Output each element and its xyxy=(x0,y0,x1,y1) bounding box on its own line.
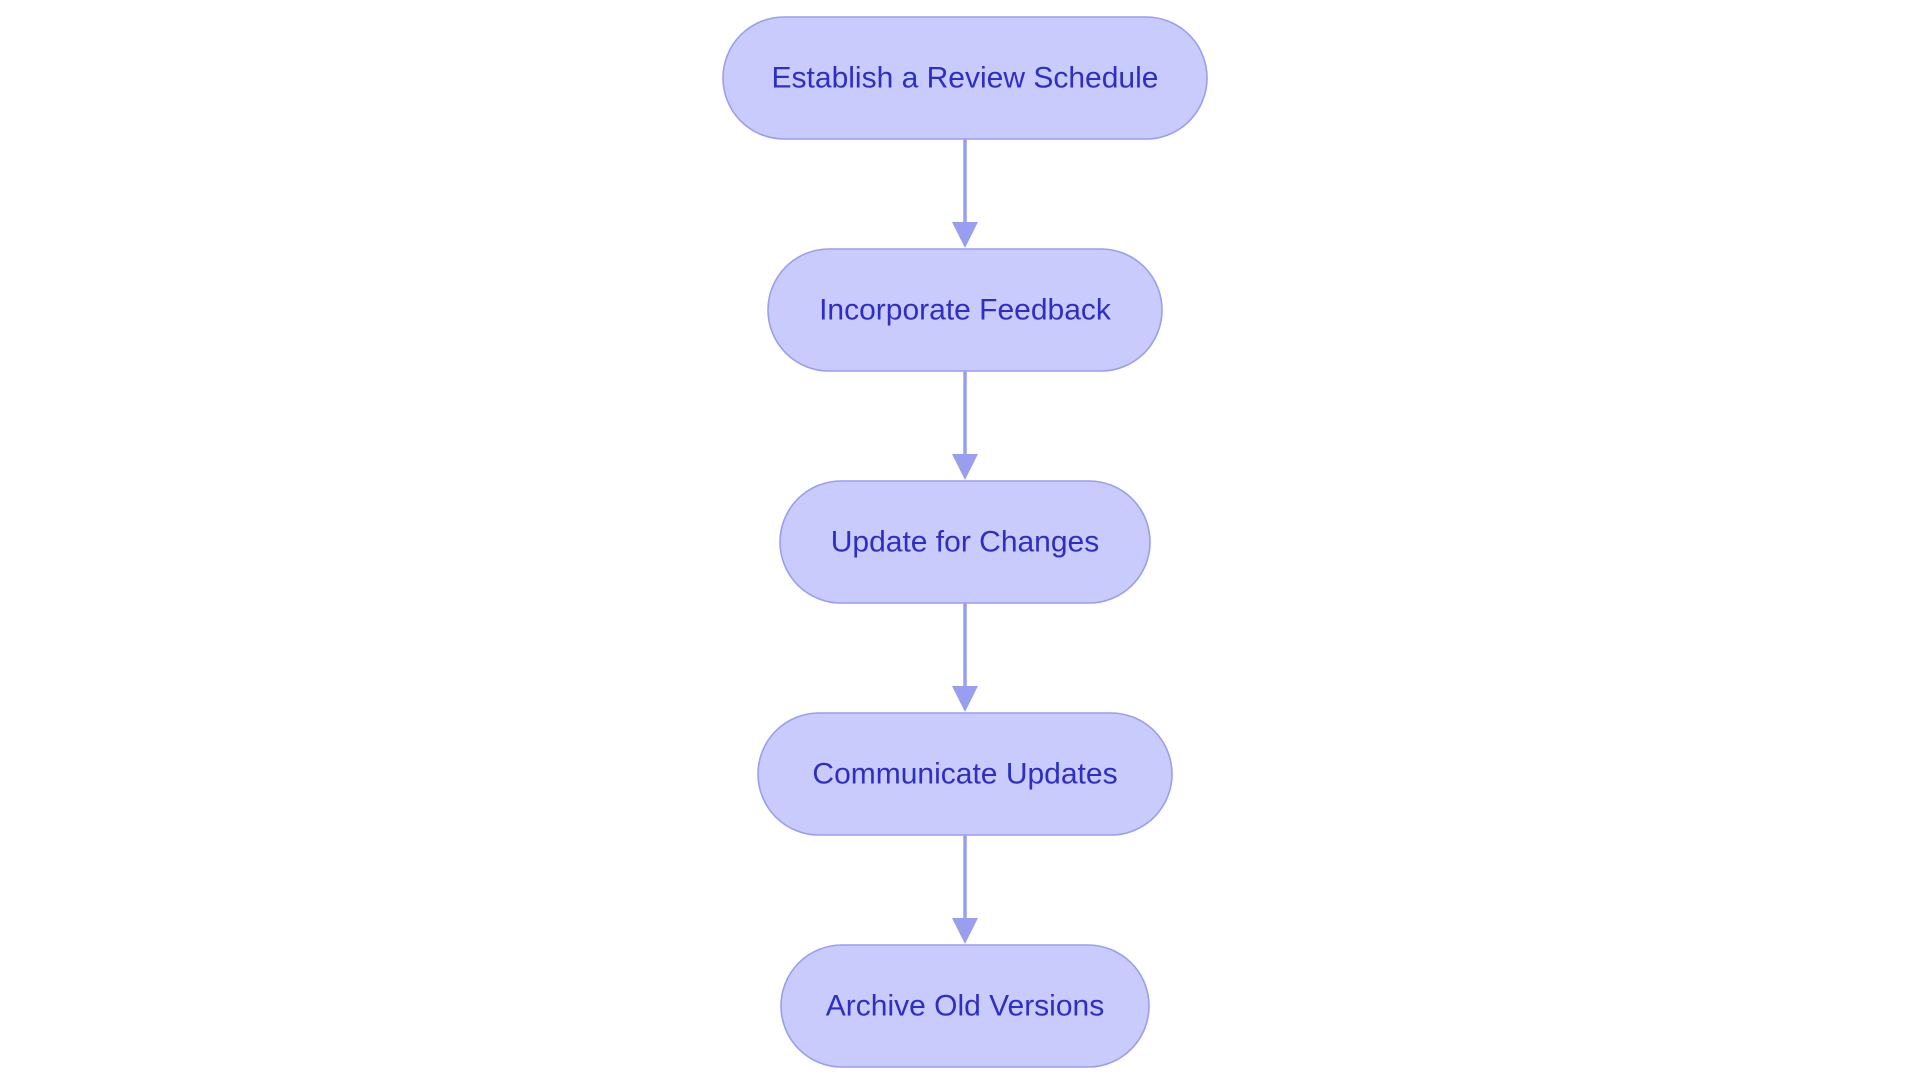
flow-node-3: Update for Changes xyxy=(779,480,1151,604)
flow-node-label: Communicate Updates xyxy=(812,758,1117,791)
edges-layer xyxy=(952,139,978,944)
flow-node-shape xyxy=(757,712,1173,836)
edge-arrowhead-1 xyxy=(952,222,978,248)
flow-node-1: Establish a Review Schedule xyxy=(722,16,1208,140)
edge-arrowhead-3 xyxy=(952,686,978,712)
flow-node-shape xyxy=(779,480,1151,604)
flow-node-5: Archive Old Versions xyxy=(780,944,1150,1068)
flow-node-4: Communicate Updates xyxy=(757,712,1173,836)
flow-node-label: Incorporate Feedback xyxy=(819,294,1112,327)
flow-node-2: Incorporate Feedback xyxy=(767,248,1163,372)
flow-node-shape xyxy=(767,248,1163,372)
flow-node-label: Establish a Review Schedule xyxy=(772,62,1159,95)
flow-node-label: Update for Changes xyxy=(831,526,1100,559)
flow-node-label: Archive Old Versions xyxy=(826,990,1104,1023)
edge-arrowhead-4 xyxy=(952,918,978,944)
edge-arrowhead-2 xyxy=(952,454,978,480)
flow-node-shape xyxy=(780,944,1150,1068)
flow-node-shape xyxy=(722,16,1208,140)
